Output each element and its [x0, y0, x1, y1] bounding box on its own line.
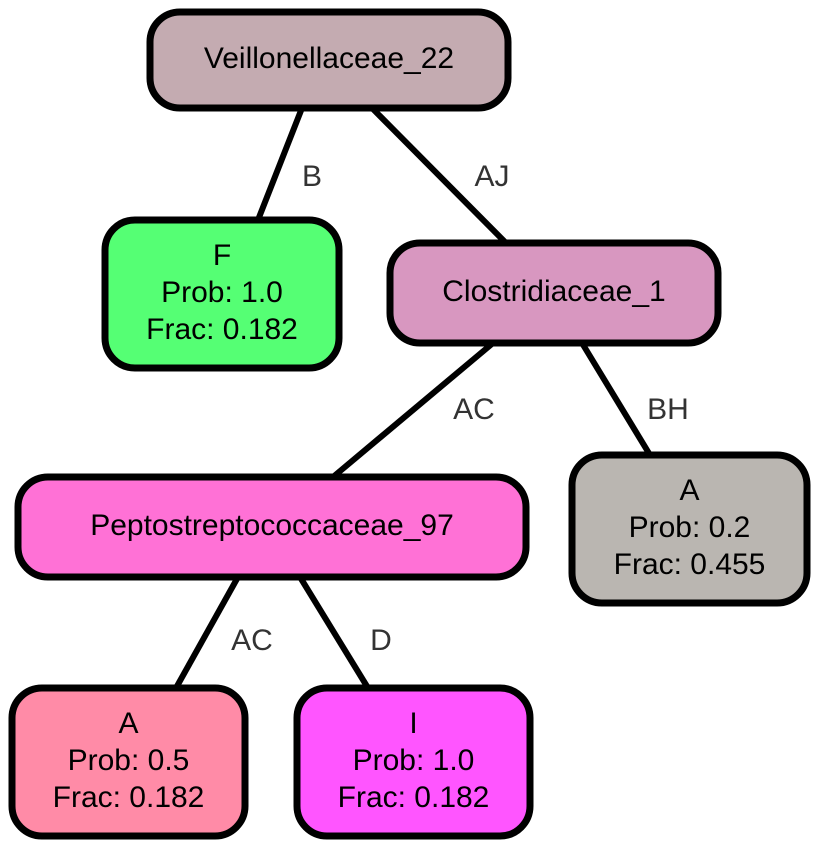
edge-label: B	[302, 160, 322, 193]
node-box	[568, 451, 811, 607]
edge-clostridiaceae-to-peptostreptococcaceae	[331, 340, 495, 480]
node-box	[101, 216, 343, 372]
edge-label: AC	[453, 393, 495, 426]
edge-label: AJ	[474, 160, 509, 193]
node-frac: Frac: 0.182	[53, 781, 205, 814]
edge-label: BH	[647, 393, 689, 426]
node-title: Clostridiaceae_1	[442, 275, 665, 308]
node-prob: Prob: 0.5	[68, 744, 190, 777]
node-prob: Prob: 1.0	[353, 744, 475, 777]
node-box	[14, 473, 530, 581]
node-peptostreptococcaceae: Peptostreptococcaceae_97	[14, 473, 530, 581]
node-box	[8, 684, 249, 840]
node-title: Peptostreptococcaceae_97	[90, 509, 454, 542]
edge-label: AC	[231, 624, 273, 657]
node-title: A	[679, 474, 699, 507]
node-prob: Prob: 1.0	[161, 276, 283, 309]
edges-layer: B AJ AC BH AC D	[173, 105, 689, 690]
node-frac: Frac: 0.182	[338, 781, 490, 814]
node-title: Veillonellaceae_22	[204, 42, 454, 75]
edge-veillonellaceae-to-clostridiaceae	[369, 105, 509, 246]
node-title: I	[409, 707, 417, 740]
node-title: F	[213, 239, 231, 272]
edge-label: D	[370, 624, 392, 657]
node-prob: Prob: 0.2	[629, 511, 751, 544]
node-box	[146, 8, 512, 112]
node-frac: Frac: 0.182	[146, 313, 298, 346]
edge-peptostreptococcaceae-to-leaf-i	[297, 575, 371, 690]
edge-peptostreptococcaceae-to-leaf-a-ac	[173, 575, 241, 690]
node-veillonellaceae: Veillonellaceae_22	[146, 8, 512, 112]
node-box	[386, 239, 722, 347]
node-title: A	[118, 707, 138, 740]
edge-clostridiaceae-to-leaf-a-bh	[579, 341, 653, 457]
node-frac: Frac: 0.455	[614, 548, 766, 581]
node-box	[293, 684, 534, 840]
edge-veillonellaceae-to-leaf-f	[255, 106, 305, 222]
node-clostridiaceae: Clostridiaceae_1	[386, 239, 722, 347]
